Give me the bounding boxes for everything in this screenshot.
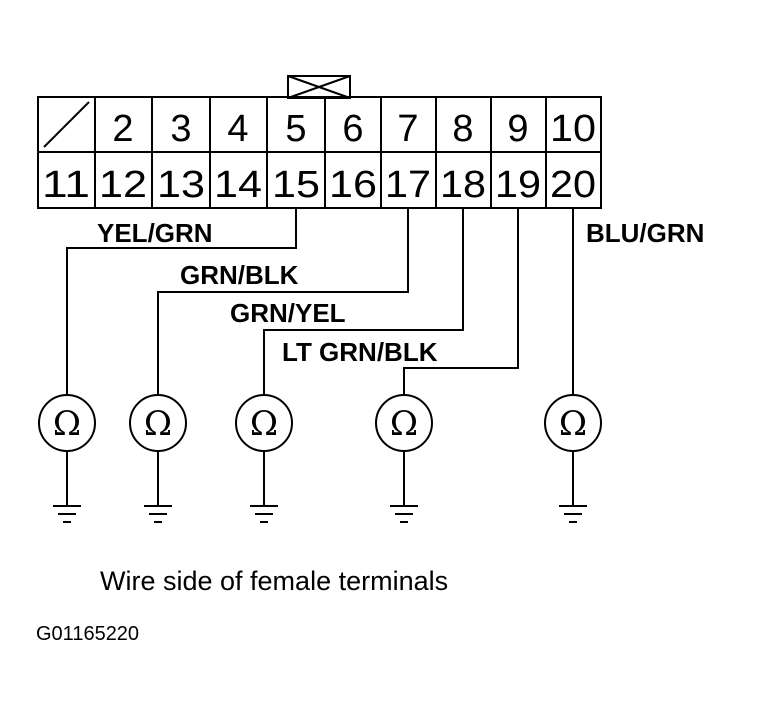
terminal-number: 19 — [495, 164, 541, 206]
ohm-icon: Ω — [53, 404, 81, 444]
wire-grn-blk — [157, 208, 409, 395]
terminal-number: 10 — [550, 108, 596, 150]
terminal-number: 3 — [170, 108, 191, 150]
connector-body — [37, 96, 602, 209]
terminal-number: 5 — [285, 108, 306, 150]
wire-label-blu-grn: BLU/GRN — [586, 218, 704, 248]
terminal-number: 4 — [227, 108, 248, 150]
terminal-row-1: 2 3 4 5 6 7 8 9 10 — [112, 108, 596, 150]
wire-label-yel-grn: YEL/GRN — [97, 218, 213, 248]
terminal-number: 11 — [42, 164, 90, 206]
ohm-icon: Ω — [390, 404, 418, 444]
wire-yel-grn — [66, 208, 297, 395]
terminal-number: 17 — [385, 164, 431, 206]
terminal-number: 20 — [550, 164, 596, 206]
terminal-number: 6 — [342, 108, 363, 150]
terminal-row-2: 11 12 13 14 15 16 17 18 19 20 — [42, 164, 596, 206]
ohmmeter-3 — [235, 394, 293, 523]
wire-grn-yel — [263, 208, 464, 395]
terminal-number: 8 — [452, 108, 473, 150]
wire-label-lt-grn-blk: LT GRN/BLK — [282, 337, 438, 367]
terminal-number: 15 — [272, 164, 320, 206]
terminal-number: 7 — [397, 108, 418, 150]
terminal-number: 9 — [507, 108, 528, 150]
terminal-number: 16 — [329, 164, 377, 206]
ohmmeter-4 — [375, 394, 433, 523]
ohmmeter-1 — [38, 394, 96, 523]
wire-lt-grn-blk — [403, 208, 519, 395]
connector-latch — [287, 75, 351, 99]
terminal-number: 2 — [112, 108, 133, 150]
terminal-number: 13 — [157, 164, 205, 206]
ohmmeter-2 — [129, 394, 187, 523]
terminal-number: 12 — [99, 164, 147, 206]
terminal-number: 18 — [440, 164, 486, 206]
ohmmeter-5 — [544, 394, 602, 523]
unused-cavity-slash — [43, 101, 90, 148]
ohm-icon: Ω — [250, 404, 278, 444]
terminal-number: 14 — [214, 164, 262, 206]
ohm-icon: Ω — [144, 404, 172, 444]
wire-label-grn-blk: GRN/BLK — [180, 260, 299, 290]
figure-code: G01165220 — [36, 623, 139, 645]
diagram-caption: Wire side of female terminals — [100, 566, 448, 596]
ohm-icon: Ω — [559, 404, 587, 444]
wire-label-grn-yel: GRN/YEL — [230, 298, 346, 328]
